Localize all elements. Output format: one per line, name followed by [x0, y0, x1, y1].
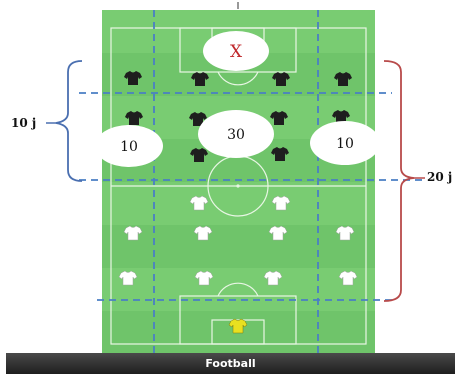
- goalkeeper-shirt-icon: [228, 318, 248, 334]
- bottom-title-bar: Football: [6, 353, 455, 374]
- bottom-penalty-arc: [217, 282, 259, 297]
- dark-shirt-icon: [334, 72, 352, 86]
- dark-shirt-icon: [270, 111, 288, 125]
- bottom-goal-area: [211, 319, 265, 345]
- goal-marker-bubble: [203, 31, 269, 71]
- left-zone-count: 10: [120, 139, 138, 155]
- light-shirt-icon: [268, 225, 288, 241]
- dark-shirt-icon: [191, 72, 209, 86]
- left-bracket: [55, 60, 83, 182]
- dark-team: [124, 71, 352, 162]
- right-bracket-label: 20 j: [427, 170, 452, 184]
- goal-marker-label: X: [230, 42, 243, 62]
- right-bracket: [383, 60, 415, 302]
- dark-shirt-icon: [332, 110, 350, 124]
- center-spot: [236, 184, 240, 188]
- light-shirt-icon: [338, 270, 358, 286]
- light-shirt-icon: [263, 270, 283, 286]
- light-shirt-icon: [335, 225, 355, 241]
- right-zone-count: 10: [336, 136, 354, 152]
- top-penalty-arc: [217, 71, 259, 86]
- light-shirt-icon: [123, 225, 143, 241]
- right-zone-bubble: [310, 121, 380, 165]
- goalkeeper: [228, 318, 248, 334]
- left-zone-bubble: [95, 125, 163, 167]
- zone-lines: [79, 10, 425, 353]
- footer-title: Football: [205, 357, 256, 370]
- dark-shirt-icon: [125, 111, 143, 125]
- light-shirt-icon: [118, 270, 138, 286]
- light-shirt-icon: [271, 195, 291, 211]
- dark-shirt-icon: [272, 72, 290, 86]
- dark-shirt-icon: [189, 112, 207, 126]
- light-shirt-icon: [194, 270, 214, 286]
- center-zone-bubble: [198, 110, 274, 158]
- light-team: [118, 195, 358, 286]
- dark-shirt-icon: [190, 148, 208, 162]
- center-zone-count: 30: [227, 127, 245, 143]
- light-shirt-icon: [193, 225, 213, 241]
- light-shirt-icon: [189, 195, 209, 211]
- dark-shirt-icon: [124, 71, 142, 85]
- left-bracket-label: 10 j: [11, 116, 36, 130]
- dark-shirt-icon: [271, 147, 289, 161]
